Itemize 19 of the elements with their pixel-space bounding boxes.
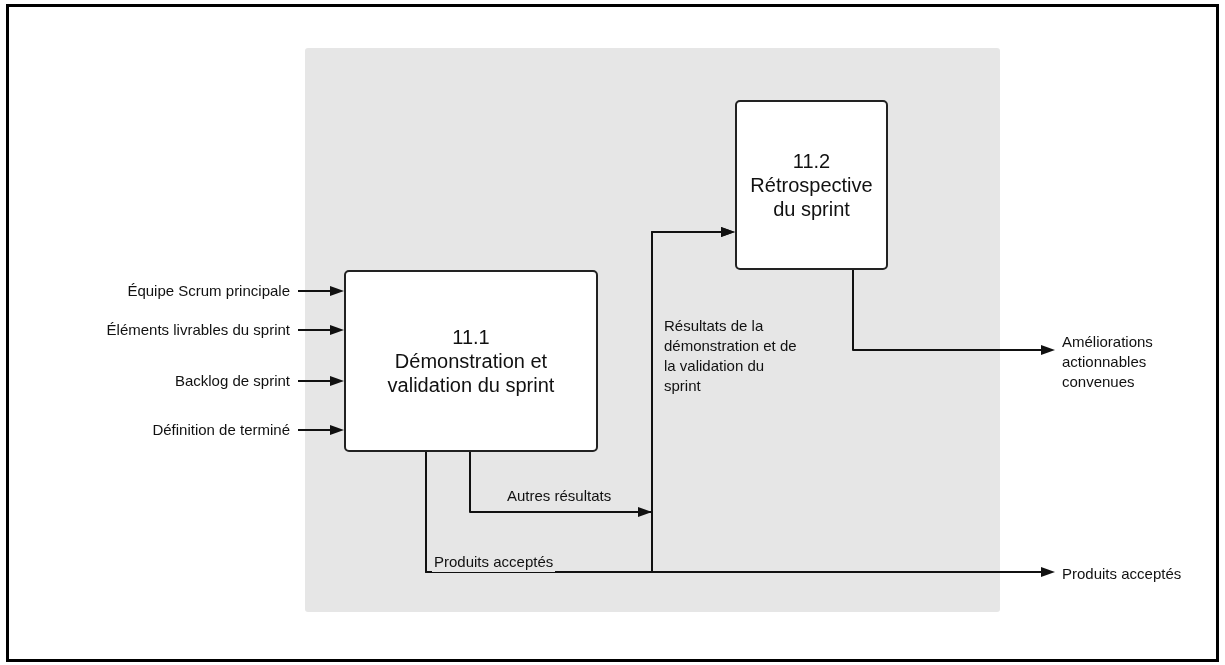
process-title: Rétrospective du sprint <box>749 173 874 221</box>
process-box <box>344 270 598 452</box>
arrow <box>297 325 344 335</box>
input-label: Éléments livrables du sprint <box>20 317 290 343</box>
output-label: Améliorations actionnables convenues <box>1062 332 1202 392</box>
output-label: Produits acceptés <box>1062 564 1202 604</box>
arrow <box>425 227 735 573</box>
arrow <box>852 269 1055 355</box>
arrow <box>297 425 344 435</box>
process-number: 11.1 <box>452 325 490 349</box>
process-group-panel <box>305 48 1000 612</box>
process-title: Démonstration et validation du sprint <box>386 349 556 397</box>
process-box <box>735 100 888 270</box>
input-label: Définition de terminé <box>40 417 290 443</box>
input-label: Équipe Scrum principale <box>40 278 290 304</box>
input-label: Backlog de sprint <box>40 368 290 394</box>
arrow <box>297 376 344 386</box>
arrow <box>297 286 344 296</box>
process-number: 11.2 <box>792 149 831 173</box>
